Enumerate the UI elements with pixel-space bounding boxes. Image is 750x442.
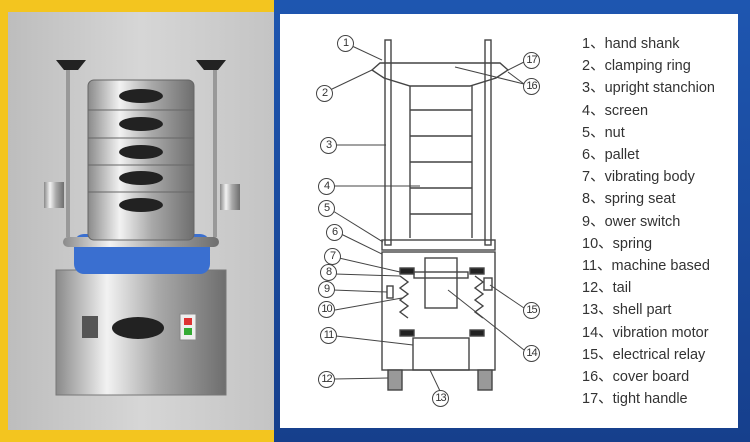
legend-item: 17、tight handle	[582, 391, 688, 408]
photo-frame	[0, 0, 274, 442]
machine-drawing	[370, 39, 510, 391]
timer-knob	[82, 316, 98, 338]
callout-8: 8	[320, 264, 337, 281]
callout-5: 5	[318, 200, 335, 217]
callout-3: 3	[320, 137, 337, 154]
callout-10: 10	[318, 301, 335, 318]
legend-item: 16、cover board	[582, 369, 690, 386]
parts-legend: 1、hand shank 2、clamping ring 3、upright s…	[582, 33, 715, 410]
callout-14: 14	[523, 345, 540, 362]
legend-item: 5、nut	[582, 124, 625, 141]
product-photo	[8, 12, 274, 430]
sieve-stack	[87, 79, 195, 241]
callout-16: 16	[523, 78, 540, 95]
legend-item: 10、spring	[582, 235, 653, 252]
sieve-rims	[88, 109, 194, 193]
nameplate	[112, 317, 164, 339]
sieve-labels	[119, 89, 163, 212]
callout-12: 12	[318, 371, 335, 388]
legend-item: 2、clamping ring	[582, 58, 691, 75]
leader-lines	[329, 45, 525, 392]
callout-17: 17	[523, 52, 540, 69]
callout-13: 13	[432, 390, 449, 407]
sieve-shaker-photo	[44, 60, 240, 396]
callout-11: 11	[320, 327, 337, 344]
legend-item: 1、hand shank	[582, 36, 680, 52]
left-handle	[44, 182, 64, 208]
legend-item: 6、pallet	[582, 147, 640, 164]
legend-item: 12、tail	[582, 280, 632, 297]
diagram-panel	[280, 14, 738, 428]
legend-item: 13、shell part	[582, 302, 672, 319]
legend-item: 11、machine based	[582, 258, 710, 275]
left-post	[66, 67, 70, 237]
callout-7: 7	[324, 248, 341, 265]
legend-item: 9、ower switch	[582, 213, 681, 230]
legend-item: 3、upright stanchion	[582, 80, 715, 97]
callout-1: 1	[337, 35, 354, 52]
callout-15: 15	[523, 302, 540, 319]
callout-9: 9	[318, 281, 335, 298]
legend-item: 15、electrical relay	[582, 346, 706, 363]
callout-6: 6	[326, 224, 343, 241]
diagram-frame	[274, 0, 750, 442]
legend-item: 4、screen	[582, 102, 649, 119]
callout-4: 4	[318, 178, 335, 195]
left-knob	[56, 60, 86, 70]
right-knob	[196, 60, 226, 70]
legend-item: 14、vibration motor	[582, 324, 709, 341]
right-handle	[220, 184, 240, 210]
legend-item: 7、vibrating body	[582, 169, 695, 186]
right-post	[213, 67, 217, 237]
callout-2: 2	[316, 85, 333, 102]
legend-item: 8、spring seat	[582, 191, 676, 208]
